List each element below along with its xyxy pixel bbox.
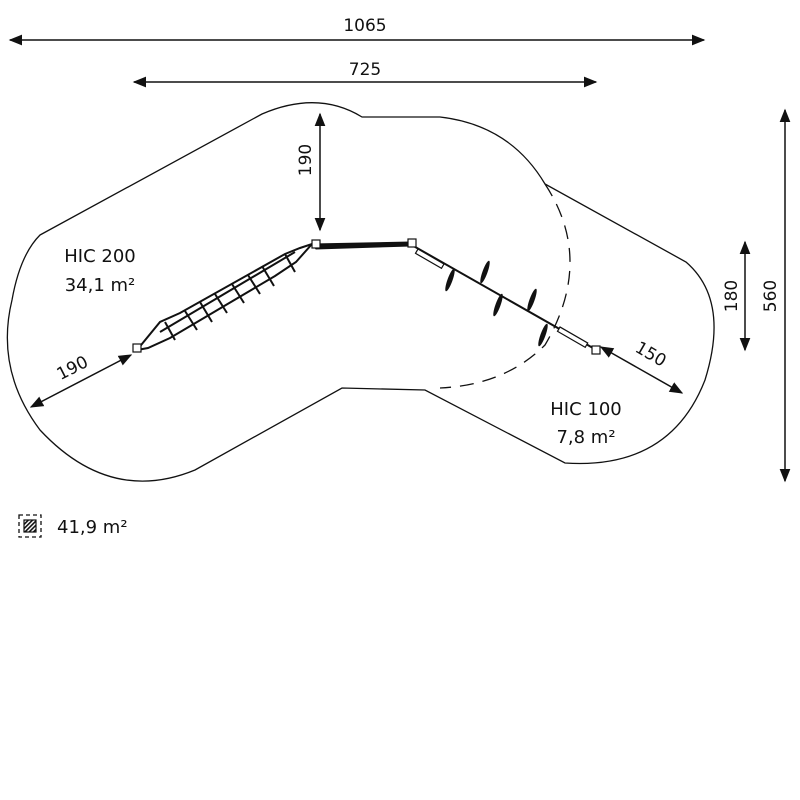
dimension-label-190-left: 190 xyxy=(54,352,92,385)
equipment-plan xyxy=(132,238,601,355)
dimension-label-560: 560 xyxy=(761,280,781,312)
zone-hic-200-area: 34,1 m² xyxy=(65,275,136,296)
hatched-square-icon xyxy=(18,514,42,538)
zone-hic-100-area: 7,8 m² xyxy=(556,427,615,448)
dimension-label-150: 150 xyxy=(631,338,669,372)
dimension-label-725: 725 xyxy=(349,60,381,80)
dimension-label-1065: 1065 xyxy=(343,16,386,36)
dimension-line-190-left xyxy=(29,354,133,408)
dimension-label-190-top: 190 xyxy=(296,144,316,176)
hic-100-boundary-dashed xyxy=(439,183,571,389)
safety-zone-outline xyxy=(6,102,715,482)
zone-hic-200-label: HIC 200 xyxy=(64,246,136,267)
legend-total-area: 41,9 m² xyxy=(57,517,128,538)
dimension-line-150 xyxy=(599,346,684,394)
zone-hic-100-label: HIC 100 xyxy=(550,399,622,420)
dimension-label-180: 180 xyxy=(722,280,742,312)
